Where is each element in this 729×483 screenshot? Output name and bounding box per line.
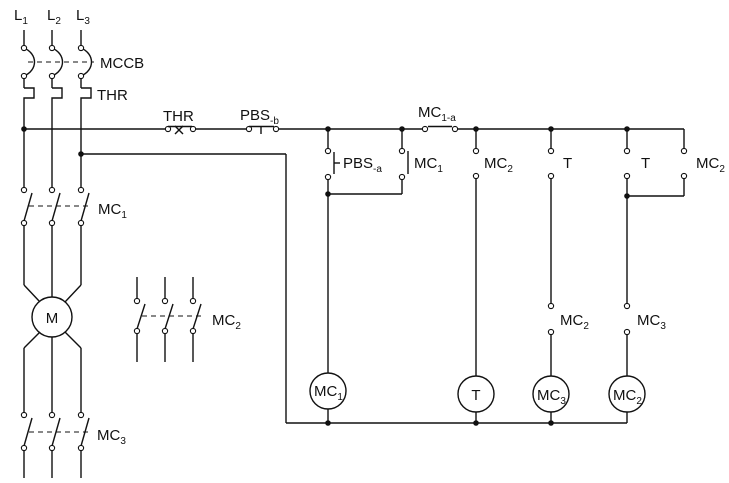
mc3-contact-label: MC3 xyxy=(637,312,666,332)
mc1-main-contacts xyxy=(20,186,92,227)
mc2-contact-c-label: MC2 xyxy=(696,155,725,175)
motor-wires-top xyxy=(23,226,82,303)
mc3-power-label: MC3 xyxy=(97,427,126,447)
mc2-main-contacts xyxy=(133,277,205,362)
t-contact-1-label: T xyxy=(563,155,572,172)
mc1-power-label: MC1 xyxy=(98,201,127,221)
pbs-b-label: PBS-b xyxy=(240,107,279,127)
motor-wires-bottom xyxy=(23,331,82,413)
mc3-main-contacts xyxy=(20,411,92,478)
mccb-label: MCCB xyxy=(100,55,144,72)
mc1-coil-label: MC1 xyxy=(314,383,343,403)
pbs-b-button xyxy=(245,125,280,134)
line-l2-label: L2 xyxy=(47,7,61,27)
branch-timer xyxy=(457,129,495,423)
mc3-coil-label: MC3 xyxy=(537,387,566,407)
mc2-contact-b-label: MC2 xyxy=(560,312,589,332)
branch-mc3 xyxy=(532,129,570,423)
mc2-power-label: MC2 xyxy=(212,312,241,332)
mc2-coil-label: MC2 xyxy=(613,387,642,407)
line-l3-label: L3 xyxy=(76,7,90,27)
mc1-a-contact xyxy=(421,125,459,133)
control-circuit: THR PBS-b MC1-a xyxy=(24,104,725,426)
power-wires-upper xyxy=(21,108,84,188)
mccb-breaker xyxy=(20,44,94,80)
branch-mc1 xyxy=(309,129,409,423)
thr-contact-label: THR xyxy=(163,108,194,125)
mc1-contact-label: MC1 xyxy=(414,155,443,175)
motor-label: M xyxy=(46,310,59,327)
mc1-a-label: MC1-a xyxy=(418,104,456,124)
mc2-contact-a-label: MC2 xyxy=(484,155,513,175)
power-circuit: L1 L2 L3 MCCB xyxy=(14,7,241,478)
t-contact-2-label: T xyxy=(641,155,650,172)
timer-coil-label: T xyxy=(471,387,480,404)
line-l1-label: L1 xyxy=(14,7,28,27)
pbs-a-label: PBS-a xyxy=(343,155,382,175)
thermal-relay xyxy=(23,78,92,108)
thr-nc-contact xyxy=(164,125,197,135)
motor: M xyxy=(31,296,73,338)
branch-mc2 xyxy=(608,129,688,423)
thr-power-label: THR xyxy=(97,87,128,104)
